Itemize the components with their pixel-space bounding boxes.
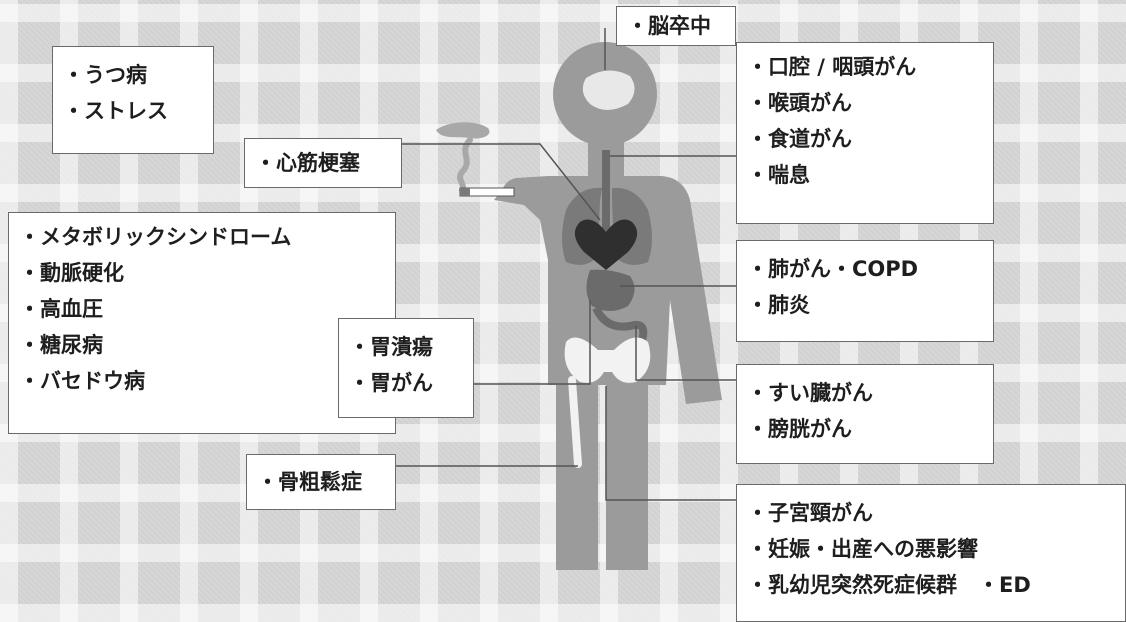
intestine bbox=[592, 306, 648, 348]
label-item: ・高血圧 bbox=[19, 297, 103, 321]
femur bbox=[568, 376, 582, 468]
label-item: ・メタボリックシンドローム bbox=[19, 225, 292, 249]
smoke-icon bbox=[436, 122, 490, 193]
label-item: ・乳幼児突然死症候群 ・ED bbox=[747, 573, 1031, 597]
label-item: ・バセドウ病 bbox=[19, 369, 145, 393]
label-item: ・口腔 / 咽頭がん bbox=[747, 55, 917, 79]
label-reproductive: ・子宮頸がん ・妊娠・出産への悪影響 ・乳幼児突然死症候群 ・ED bbox=[736, 484, 1126, 622]
connector-lines bbox=[396, 28, 736, 501]
label-item: ・膀胱がん bbox=[747, 417, 852, 441]
pelvis bbox=[564, 337, 651, 383]
label-item: ・妊娠・出産への悪影響 bbox=[747, 537, 978, 561]
label-item: ・子宮頸がん bbox=[747, 501, 873, 525]
stomach bbox=[586, 269, 635, 311]
label-item: ・肺炎 bbox=[747, 293, 810, 317]
label-item: ・胃がん bbox=[349, 371, 433, 395]
label-stomach: ・胃潰瘍 ・胃がん bbox=[338, 318, 474, 418]
label-heart: ・心筋梗塞 bbox=[244, 138, 402, 188]
label-item: ・心筋梗塞 bbox=[255, 151, 360, 175]
brain bbox=[582, 70, 635, 110]
label-item: ・脳卒中 bbox=[627, 14, 711, 38]
heart bbox=[574, 219, 638, 270]
label-item: ・すい臓がん bbox=[747, 381, 873, 405]
label-brain: ・脳卒中 bbox=[616, 6, 736, 46]
label-item: ・肺がん・COPD bbox=[747, 257, 919, 281]
esophagus bbox=[602, 150, 610, 260]
label-item: ・動脈硬化 bbox=[19, 261, 124, 285]
label-item: ・うつ病 bbox=[63, 63, 147, 87]
label-item: ・糖尿病 bbox=[19, 333, 103, 357]
label-throat: ・口腔 / 咽頭がん ・喉頭がん ・食道がん ・喘息 bbox=[736, 42, 994, 224]
label-mental: ・うつ病 ・ストレス bbox=[52, 46, 214, 154]
label-bone: ・骨粗鬆症 bbox=[246, 454, 396, 510]
label-pancreas: ・すい臓がん ・膀胱がん bbox=[736, 364, 994, 464]
label-item: ・喘息 bbox=[747, 163, 810, 187]
label-lung: ・肺がん・COPD ・肺炎 bbox=[736, 240, 994, 342]
label-item: ・胃潰瘍 bbox=[349, 335, 433, 359]
label-item: ・喉頭がん bbox=[747, 91, 852, 115]
label-item: ・食道がん bbox=[747, 127, 852, 151]
label-item: ・ストレス bbox=[63, 99, 168, 123]
cigarette-icon bbox=[459, 187, 515, 197]
label-item: ・骨粗鬆症 bbox=[257, 470, 362, 494]
